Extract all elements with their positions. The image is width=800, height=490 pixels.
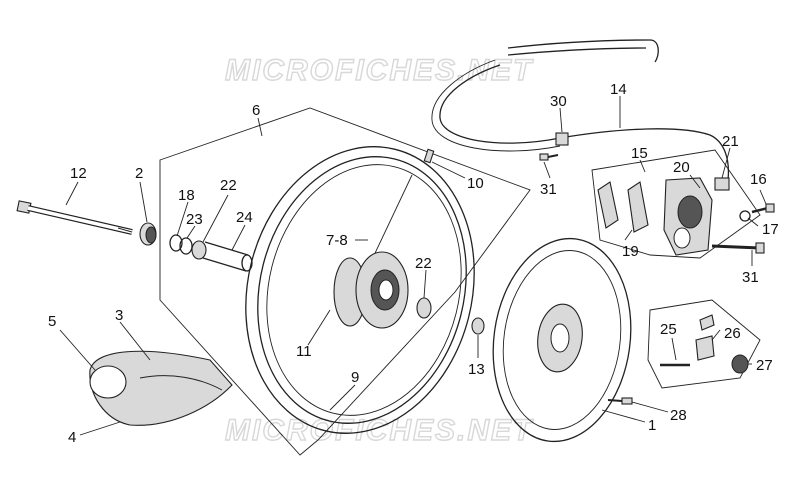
callout-31: 31 bbox=[742, 269, 759, 286]
screw-30 bbox=[539, 153, 559, 161]
callout-23: 24 bbox=[236, 209, 253, 226]
callout-16: 16 bbox=[750, 171, 767, 188]
disc-bolt-28 bbox=[607, 397, 633, 405]
callout-20: 20 bbox=[673, 159, 690, 176]
callout-25: 25 bbox=[660, 321, 677, 338]
callout-13: 13 bbox=[468, 361, 485, 378]
seal-24 bbox=[179, 237, 193, 255]
callout-9: 9 bbox=[351, 369, 359, 386]
bearing-22-right bbox=[416, 297, 432, 319]
callout-1: 1 bbox=[648, 417, 656, 434]
watermark-top: MICROFICHES.NET bbox=[225, 54, 534, 87]
callout-19: 19 bbox=[622, 243, 639, 260]
callout-21: 21 bbox=[722, 133, 739, 150]
callout-5: 5 bbox=[48, 313, 56, 330]
spring-26 bbox=[695, 314, 715, 361]
callout-4: 4 bbox=[68, 429, 76, 446]
plug-27 bbox=[731, 354, 749, 374]
leader-lines bbox=[59, 96, 767, 436]
brake-disc-1 bbox=[492, 237, 632, 443]
callout-2: 2 bbox=[135, 165, 143, 182]
banjo-bolt-21 bbox=[714, 177, 730, 191]
callout-24: 23 bbox=[186, 211, 203, 228]
callout-30: 31 bbox=[540, 181, 557, 198]
callout-28: 28 bbox=[670, 407, 687, 424]
watermark-bottom: MICROFICHES.NET bbox=[225, 414, 534, 447]
spoke-7-8 bbox=[367, 174, 413, 269]
bolt-16 bbox=[751, 203, 775, 214]
spacer-13 bbox=[471, 317, 485, 335]
spacer-tube-23 bbox=[202, 241, 253, 272]
assembly-outline-6 bbox=[159, 107, 531, 456]
washer-17 bbox=[739, 210, 751, 222]
callout-6: 6 bbox=[252, 102, 260, 119]
callout-3: 3 bbox=[115, 307, 123, 324]
rim-9 bbox=[245, 146, 475, 434]
washer-18 bbox=[169, 234, 183, 252]
tyre-group bbox=[89, 350, 233, 426]
hub-11 bbox=[333, 251, 409, 329]
valve-10 bbox=[423, 148, 435, 164]
callout-7-8: 7-8 bbox=[326, 232, 348, 249]
axle-nut-2 bbox=[139, 222, 157, 246]
callout-labels: 12 2 18 22 23 24 6 3 5 4 7-8 11 9 10 22 … bbox=[48, 81, 779, 446]
callout-29: 30 bbox=[550, 93, 567, 110]
bearing-22 bbox=[191, 240, 207, 260]
callout-26: 26 bbox=[724, 325, 741, 342]
callout-17: 17 bbox=[762, 221, 779, 238]
callout-15: 15 bbox=[631, 145, 648, 162]
callout-14: 14 bbox=[610, 81, 627, 98]
callout-22-upper: 22 bbox=[220, 177, 237, 194]
callout-11: 11 bbox=[296, 343, 312, 360]
pin-31 bbox=[711, 242, 765, 254]
callout-10: 10 bbox=[467, 175, 484, 192]
callout-18: 18 bbox=[178, 187, 195, 204]
pad-kit-outline bbox=[647, 299, 761, 389]
axle-12 bbox=[16, 200, 133, 235]
callout-22-lower: 22 bbox=[415, 255, 432, 272]
hose-clip-29 bbox=[555, 132, 569, 146]
brake-pads-19 bbox=[597, 181, 649, 233]
caliper-20 bbox=[663, 177, 713, 256]
caliper-outline bbox=[591, 149, 761, 259]
callout-12: 12 bbox=[70, 165, 87, 182]
callout-27: 27 bbox=[756, 357, 773, 374]
